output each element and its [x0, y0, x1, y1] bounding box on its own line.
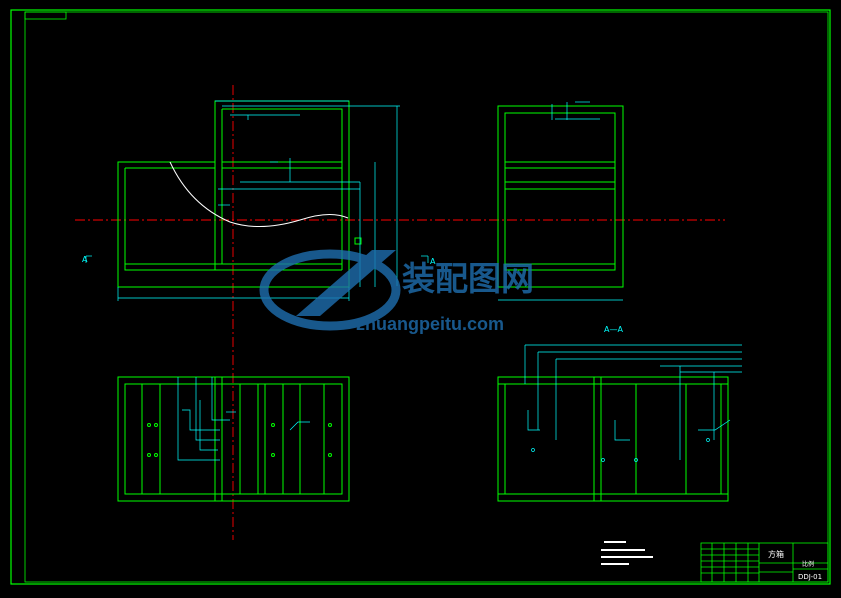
drawing-frame: [10, 9, 831, 585]
sec-hole: [706, 438, 710, 442]
outer-border: [10, 9, 831, 585]
front-dimensions: [85, 100, 429, 301]
centerlines: [75, 85, 725, 540]
section-dimensions: [524, 344, 742, 462]
scale-label: 比例: [802, 560, 814, 568]
break-contour: [169, 161, 349, 228]
inner-border: [24, 11, 829, 583]
side-inner: [504, 112, 616, 271]
title-block-frame: [700, 542, 829, 583]
bolt-hole: [147, 453, 151, 457]
bolt-hole: [147, 423, 151, 427]
section-title: A—A: [604, 325, 623, 334]
top-outline: [117, 376, 350, 502]
notes-line-1: [601, 549, 645, 551]
watermark-logo-ring: [259, 249, 401, 331]
sec-leader-2: [614, 420, 630, 441]
notes-heading: [604, 541, 626, 543]
top-view: [117, 376, 350, 502]
bolt-hole: [154, 423, 158, 427]
watermark-brand: 装配图网: [402, 259, 534, 298]
front-inner-wall: [124, 108, 343, 271]
sec-leader-3: [698, 419, 731, 431]
watermark: 装配图网 zhuangpeitu.com: [259, 249, 534, 334]
top-dim-2: [195, 377, 220, 441]
bolt-hole: [328, 453, 332, 457]
top-dim-3: [211, 377, 230, 421]
watermark-url: zhuangpeitu.com: [356, 314, 504, 334]
front-view: [117, 100, 362, 288]
top-leader: [289, 421, 310, 431]
notes-line-2: [601, 556, 653, 558]
bolt-hole: [328, 423, 332, 427]
notes-line-3: [601, 563, 629, 565]
section-outline: [497, 376, 729, 502]
section-marker-right: A: [430, 257, 436, 266]
side-dimensions: [498, 101, 623, 301]
top-dim-1: [177, 377, 220, 461]
top-inner: [124, 383, 343, 495]
top-dim-4: [182, 409, 220, 431]
top-dim-5: [199, 400, 218, 451]
side-outline: [497, 105, 624, 288]
drawing-number: DDJ-01: [798, 573, 822, 581]
section-marker-left: A: [82, 255, 88, 264]
sec-hole: [531, 448, 535, 452]
part-name: 方箱: [768, 549, 784, 559]
side-view: [497, 105, 624, 288]
sec-hole: [601, 458, 605, 462]
title-block: [700, 542, 829, 583]
section-view: [497, 376, 729, 502]
bolt-hole: [271, 453, 275, 457]
sec-leader-1: [527, 410, 540, 431]
watermark-logo-z: [296, 250, 396, 316]
top-dimensions: [177, 377, 310, 461]
technical-notes: [601, 541, 653, 565]
front-notch: [354, 237, 362, 245]
sec-hole: [634, 458, 638, 462]
bolt-hole: [154, 453, 158, 457]
bolt-hole: [271, 423, 275, 427]
corner-tag-box: [24, 11, 67, 20]
